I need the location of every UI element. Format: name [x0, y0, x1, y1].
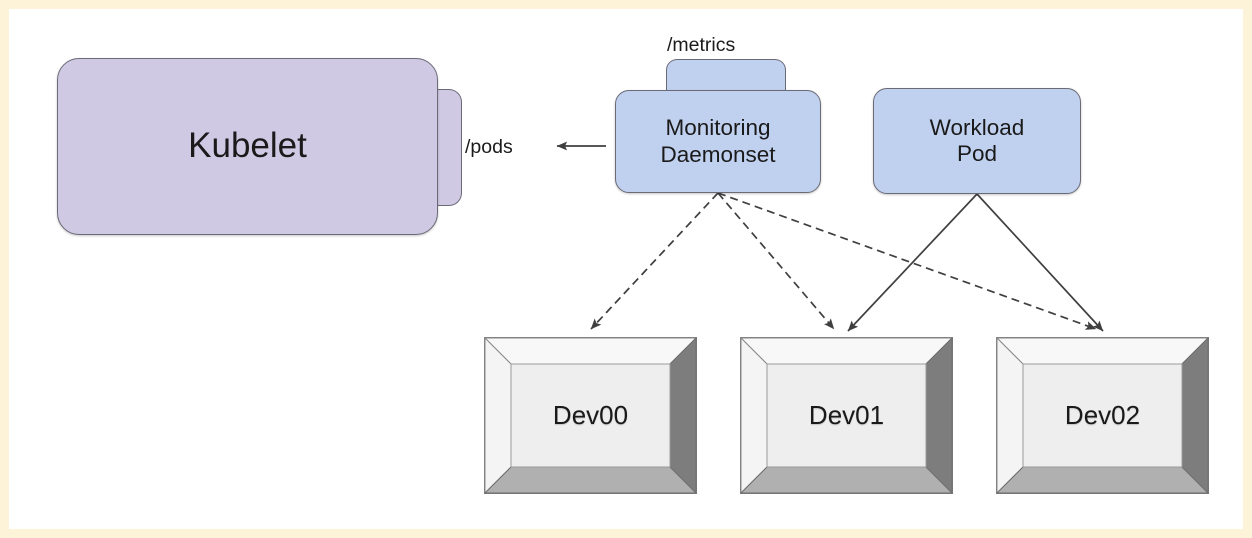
device-box-dev00[interactable]: Dev00 — [484, 337, 697, 494]
pods-endpoint-label: /pods — [465, 136, 513, 158]
edge-layer — [556, 141, 1104, 332]
edge-monitoring-to-dev00 — [590, 192, 719, 330]
device-box-dev02[interactable]: Dev02 — [996, 337, 1209, 494]
device-bevel-shape — [740, 337, 953, 494]
node-kubelet[interactable]: Kubelet — [57, 58, 438, 235]
node-monitoring-daemonset-label: Monitoring Daemonset — [660, 115, 775, 167]
node-workload-pod-label: Workload Pod — [930, 115, 1025, 167]
diagram-canvas: Kubelet Monitoring Daemonset Workload Po… — [9, 9, 1243, 529]
device-box-dev01[interactable]: Dev01 — [740, 337, 953, 494]
metrics-endpoint-label: /metrics — [667, 34, 736, 56]
edge-workload-to-dev01 — [847, 193, 978, 332]
node-workload-pod[interactable]: Workload Pod — [873, 88, 1081, 194]
device-bevel-shape — [484, 337, 697, 494]
edge-monitoring-to-dev01 — [717, 192, 835, 330]
node-workload-line2: Pod — [956, 141, 998, 166]
edge-workload-to-dev02 — [976, 193, 1104, 332]
node-monitoring-daemonset[interactable]: Monitoring Daemonset — [615, 90, 821, 193]
node-kubelet-label: Kubelet — [188, 126, 307, 166]
device-bevel-shape — [996, 337, 1209, 494]
node-monitoring-line1: Monitoring — [665, 115, 771, 141]
edge-monitoring-to-dev02 — [717, 192, 1097, 330]
node-workload-line1: Workload — [929, 114, 1025, 140]
node-monitoring-line2: Daemonset — [660, 141, 776, 167]
